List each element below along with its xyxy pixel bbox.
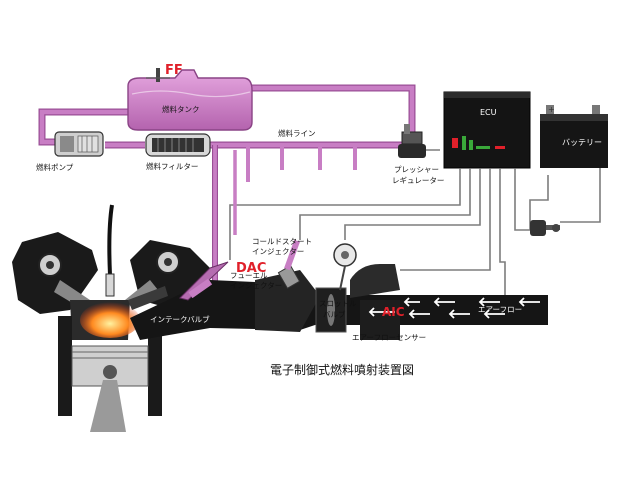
label-throttle-valve-2: バルブ bbox=[323, 309, 346, 319]
battery: + bbox=[540, 105, 608, 168]
label-cold-start-1: コールドスタート bbox=[252, 237, 312, 246]
label-throttle-valve-1: スロットル bbox=[319, 299, 357, 308]
label-intake-valve: インテークバルブ bbox=[150, 314, 210, 324]
fuel-gauge-sender bbox=[156, 68, 160, 82]
label-air-flow: エアーフロー bbox=[478, 305, 522, 314]
label-pressure-regulator-2: レギュレーター bbox=[392, 176, 444, 185]
fuel-filter bbox=[145, 133, 211, 157]
label-fuel-injector-1: フューエル bbox=[230, 271, 268, 280]
diagram-caption: 電子制御式燃料噴射装置図 bbox=[270, 362, 414, 377]
label-ecu: ECU bbox=[480, 108, 497, 117]
ecu-unit bbox=[443, 91, 531, 176]
label-cold-start-2: インジェクター bbox=[252, 247, 304, 256]
label-fuel-tank: 燃料タンク bbox=[162, 104, 200, 114]
engine-cylinder-head bbox=[12, 204, 210, 432]
fuel-lines bbox=[38, 84, 416, 282]
label-fuel-pump: 燃料ポンプ bbox=[36, 162, 74, 172]
label-fuel-line: 燃料ライン bbox=[278, 128, 316, 138]
air-flow-arrows bbox=[368, 297, 540, 319]
pressure-regulator bbox=[398, 124, 426, 158]
label-fuel-injector-2: インジェクター bbox=[230, 281, 282, 290]
svg-text:+: + bbox=[548, 105, 555, 114]
cold-start-injector bbox=[277, 239, 301, 289]
fuel-tank bbox=[127, 68, 253, 131]
signal-wires bbox=[229, 114, 601, 300]
label-pressure-regulator-1: プレッシャー bbox=[394, 165, 439, 174]
throttle-sensor bbox=[333, 243, 357, 291]
marker-ff: FF bbox=[165, 63, 183, 78]
ignition-switch-icon bbox=[530, 220, 560, 236]
fuel-injector bbox=[179, 261, 229, 301]
marker-aic: AIC bbox=[382, 305, 405, 319]
label-battery: バッテリー bbox=[562, 138, 602, 147]
intake-manifold bbox=[128, 264, 548, 340]
marker-dac: DAC bbox=[236, 261, 266, 276]
fuel-pump bbox=[54, 131, 104, 157]
label-fuel-filter: 燃料フィルター bbox=[146, 161, 198, 171]
label-air-flow-sensor: エアーフローセンサー bbox=[352, 333, 426, 342]
